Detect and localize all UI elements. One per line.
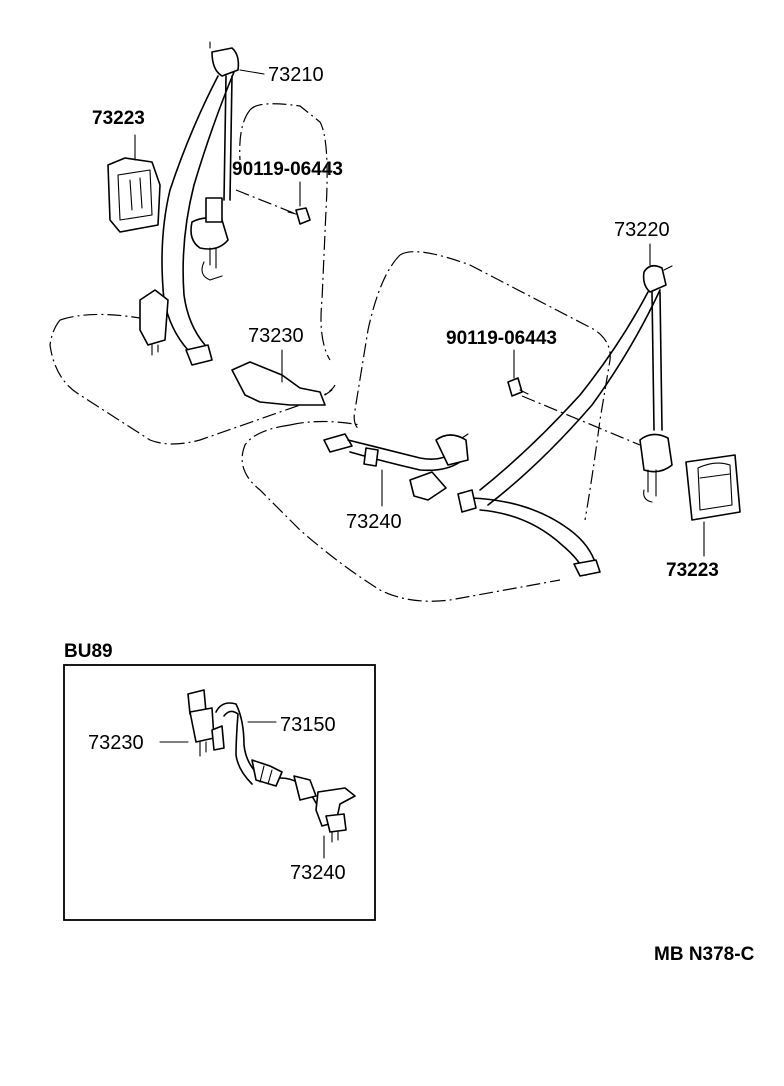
right-bolt bbox=[507, 377, 641, 446]
inset-label-73240: 73240 bbox=[290, 862, 346, 884]
diagram-code: MB N378-C bbox=[654, 944, 755, 965]
left-bolt bbox=[235, 189, 311, 225]
right-seat-outline bbox=[241, 251, 611, 602]
inset-title: BU89 bbox=[64, 641, 113, 662]
leader-lines bbox=[134, 69, 705, 557]
label-90119-06443-right: 90119-06443 bbox=[446, 328, 557, 349]
inset-belt-assembly bbox=[187, 689, 356, 843]
label-73220: 73220 bbox=[614, 219, 670, 241]
left-shoulder-belt bbox=[139, 41, 333, 406]
label-90119-06443-left: 90119-06443 bbox=[232, 159, 343, 180]
label-73223-left: 73223 bbox=[92, 108, 145, 129]
label-73223-right: 73223 bbox=[666, 560, 719, 581]
center-lap-belt bbox=[323, 433, 469, 501]
inset-leader-lines bbox=[159, 721, 325, 859]
left-anchor-cover bbox=[107, 157, 161, 233]
label-73210: 73210 bbox=[268, 64, 324, 86]
inset-frame bbox=[63, 664, 376, 921]
inset-label-73230: 73230 bbox=[88, 732, 144, 754]
inset-label-73150: 73150 bbox=[280, 714, 336, 736]
label-73240: 73240 bbox=[346, 511, 402, 533]
right-shoulder-belt bbox=[457, 264, 673, 577]
right-anchor-cover bbox=[685, 454, 741, 521]
label-73230: 73230 bbox=[248, 325, 304, 347]
